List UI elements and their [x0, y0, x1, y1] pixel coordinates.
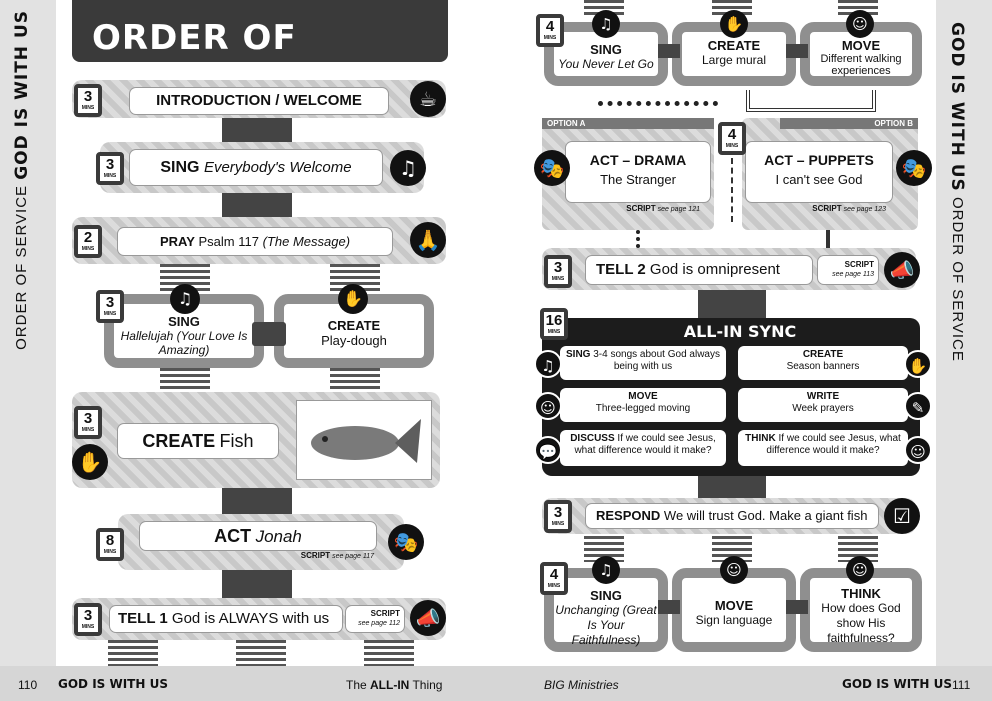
hand-icon: ✋: [904, 350, 932, 378]
connector: [252, 322, 286, 346]
hand-icon: ✋: [720, 10, 748, 38]
connector: [658, 600, 680, 614]
fish-photo: [296, 400, 432, 480]
masks-icon: 🎭: [534, 150, 570, 186]
chevron-connector: [236, 640, 286, 666]
fish-illustration: [311, 419, 421, 463]
hand-icon: ✋: [72, 444, 108, 480]
connector: [658, 44, 680, 58]
step-label: TELL 2 God is omnipresent: [586, 256, 812, 284]
megaphone-icon: 📣: [884, 252, 920, 288]
act-puppets: ACT – PUPPETS I can't see God: [746, 142, 892, 202]
megaphone-icon: 📣: [410, 600, 446, 636]
connector: [826, 230, 830, 248]
checkbox-icon: ☑: [884, 498, 920, 534]
connector: [222, 488, 292, 514]
mug-icon: ☕: [410, 81, 446, 117]
music-icon: ♫: [390, 150, 426, 186]
connector: [222, 193, 292, 217]
step-label: CREATE Fish: [118, 424, 278, 458]
option-a-tab: OPTION A: [542, 118, 714, 129]
music-icon: ♫: [592, 556, 620, 584]
act-drama: ACT – DRAMA The Stranger: [566, 142, 710, 202]
head-icon: ☺: [904, 436, 932, 464]
music-icon: ♫: [534, 350, 562, 378]
book-title: The ALL-IN Thing: [346, 678, 443, 692]
publisher: BIG Ministries: [544, 678, 619, 692]
double-line: [746, 90, 876, 112]
masks-icon: 🎭: [388, 524, 424, 560]
left-page-number: 110: [18, 678, 38, 692]
right-side-label: GOD IS WITH US ORDER OF SERVICE: [947, 22, 967, 362]
connector: [698, 290, 766, 318]
left-side-label: ORDER OF SERVICE GOD IS WITH US: [12, 10, 32, 350]
script-reference: SCRIPT see page 121: [626, 204, 700, 213]
dotted-line: [636, 230, 640, 248]
right-page-number: 111: [952, 678, 971, 692]
music-icon: ♫: [170, 284, 200, 314]
person-icon: ☺: [534, 392, 562, 420]
connector: [786, 600, 808, 614]
hand-icon: ✋: [338, 284, 368, 314]
dotted-line: [598, 101, 718, 106]
speech-bubble-icon: 💬: [534, 436, 562, 464]
chevron-connector: [160, 368, 210, 392]
connector: [222, 118, 292, 142]
step-label: PRAY Psalm 117 (The Message): [118, 228, 392, 255]
step-label: SING Everybody's Welcome: [130, 150, 382, 185]
chevron-connector: [330, 368, 380, 392]
step-label: ACT Jonah: [140, 522, 376, 550]
sync-think: THINK If we could see Jesus, what differ…: [738, 430, 908, 466]
sync-discuss: DISCUSS If we could see Jesus, what diff…: [560, 430, 726, 466]
chevron-connector: [364, 640, 414, 666]
sync-sing: SING 3-4 songs about God always being wi…: [560, 346, 726, 380]
option-b-tab: OPTION B: [780, 118, 918, 129]
footer: [0, 666, 992, 701]
music-icon: ♫: [592, 10, 620, 38]
left-margin-strip: [0, 0, 56, 666]
script-reference: SCRIPT see page 117: [300, 551, 374, 560]
connector: [698, 476, 766, 498]
head-icon: ☺: [846, 556, 874, 584]
masks-icon: 🎭: [896, 150, 932, 186]
all-in-sync-title: ALL-IN SYNC: [683, 322, 797, 341]
chevron-connector: [108, 640, 158, 666]
right-footer-title: GOD IS WITH US: [842, 677, 952, 691]
praying-hands-icon: 🙏: [410, 222, 446, 258]
step-label: RESPOND We will trust God. Make a giant …: [586, 504, 878, 528]
left-footer-title: GOD IS WITH US: [58, 677, 168, 691]
connector: [222, 570, 292, 598]
script-reference: SCRIPT see page 123: [812, 204, 886, 213]
person-icon: ☺: [846, 10, 874, 38]
right-margin-strip: [936, 0, 992, 666]
step-label: INTRODUCTION / WELCOME: [130, 88, 388, 114]
person-icon: ☺: [720, 556, 748, 584]
divider: [731, 158, 733, 222]
page-title: ORDER OF SERVICE: [72, 0, 448, 98]
connector: [786, 44, 808, 58]
step-label: TELL 1 God is ALWAYS with us: [110, 606, 342, 632]
pencil-icon: ✎: [904, 392, 932, 420]
